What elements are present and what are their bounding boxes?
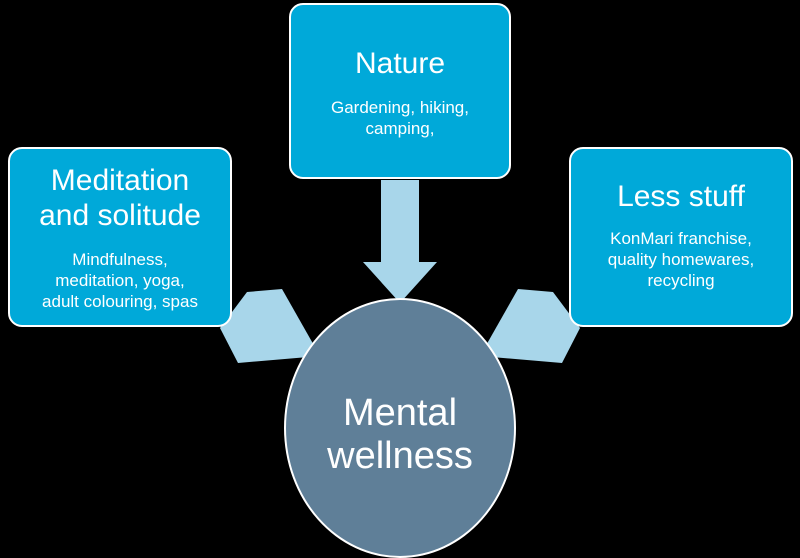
arrow-nature-to-center: [363, 180, 437, 303]
box-description-nature: Gardening, hiking, camping,: [331, 98, 469, 138]
arrow-meditation-to-center: [220, 289, 320, 363]
arrow-less-to-center: [480, 289, 580, 363]
box-nature: Nature Gardening, hiking, camping,: [289, 3, 511, 179]
center-circle: Mental wellness: [284, 298, 516, 558]
box-title-meditation: Meditation and solitude: [39, 164, 201, 232]
center-label: Mental wellness: [327, 392, 473, 477]
box-title-less-stuff: Less stuff: [617, 180, 745, 213]
box-description-meditation: Mindfulness, meditation, yoga, adult col…: [42, 250, 198, 311]
box-title-nature: Nature: [354, 47, 446, 80]
box-meditation: Meditation and solitude Mindfulness, med…: [8, 147, 232, 327]
box-description-less-stuff: KonMari franchise, quality homewares, re…: [607, 229, 755, 290]
box-less-stuff: Less stuff KonMari franchise, quality ho…: [569, 147, 793, 327]
